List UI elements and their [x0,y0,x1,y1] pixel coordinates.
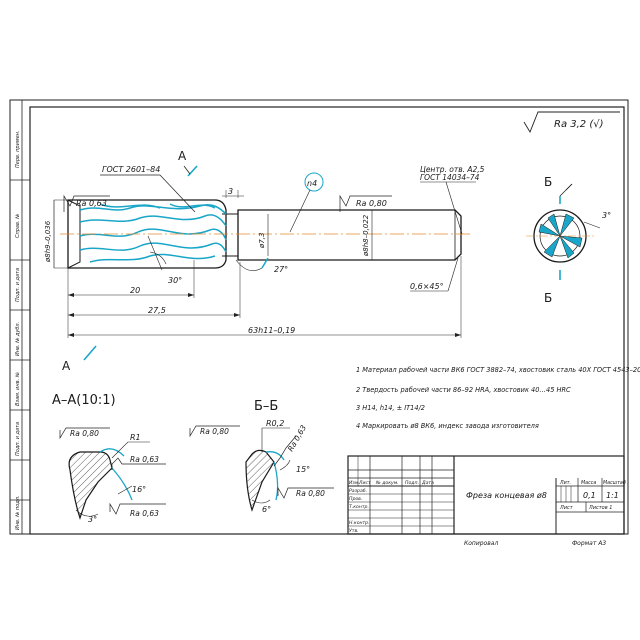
tb-sheet: Лист [559,505,574,511]
title-block-text: Изм. Лист № докум. Подп. Дата Разраб. Пр… [349,480,626,534]
bb-angle-6: 6° [262,505,271,514]
side-label-3: Инв. № дубл. [15,322,21,356]
tb-row-izm: Изм. [349,480,360,486]
dim-3: 3 [228,187,233,196]
chamfer-label: 0,6×45° [410,282,444,291]
tb-col-mass: Масса [581,480,596,486]
bb-angle-15: 15° [296,465,310,474]
view-bb: Б–Б Ra 0,80 R0,2 Ra 0,63 15° Ra 0,80 6° [189,399,334,514]
angle-27: 27° [274,265,288,274]
roughness-text: Ra 3,2 (√) [554,119,604,130]
section-b-bottom: Б [544,291,552,305]
side-strip: Перв. примен. Справ. № Подп. и дата Инв.… [9,100,30,534]
tb-col-lit: Лит. [559,480,571,486]
ra080-main: Ra 0,80 [356,199,387,208]
diameter-right: ø8h8–0,022 [362,214,370,257]
aa-ra063-bottom: Ra 0,63 [130,509,159,518]
note-1: 1 Материал рабочей части ВК6 ГОСТ 3882–7… [356,366,640,374]
gost-2601-label: ГОСТ 2601–84 [102,165,160,174]
aa-angle-16: 16° [132,485,146,494]
tb-role-0: Разраб. [349,488,367,494]
bb-ra080: Ra 0,80 [200,427,229,436]
aa-ra063-top: Ra 0,63 [130,455,159,464]
bb-hatched-profile [245,449,275,512]
tb-scale: 1:1 [606,491,619,500]
view-bb-title: Б–Б [254,399,278,414]
tb-row-doc: № докум. [375,480,399,486]
note-4: 4 Маркировать ø8 ВК6, индекс завода изго… [356,422,539,430]
aa-angle-3: 3° [88,515,97,524]
helical-flutes [79,203,227,263]
end-view: Б Б 3° [526,175,611,305]
flute-outline [67,199,227,269]
bb-ra080-b: Ra 0,80 [296,489,325,498]
note-2: 2 Твердость рабочей части 86–92 HRA, хво… [356,386,571,394]
tb-role-2: Т.контр. [349,504,369,510]
general-roughness: Ra 3,2 (√) [523,111,620,134]
side-label-5: Подп. и дата [15,422,21,456]
technical-notes: 1 Материал рабочей части ВК6 ГОСТ 3882–7… [356,366,640,430]
side-label-0: Перв. примен. [15,130,21,168]
diameter-left: ø8h9–0,036 [44,220,52,263]
diameter-neck: ø7,3 [258,233,266,249]
section-a-top: A [178,149,187,163]
title-block [347,455,625,535]
tb-row-date: Дата [421,480,434,486]
tb-role-4: Утв. [349,528,359,534]
tb-sheets: Листов 1 [588,505,612,511]
side-label-4: Взам. инв. № [15,372,21,406]
neck-outline [222,213,239,257]
len-63: 63h11–0,19 [248,326,295,335]
ra063-main: Ra 0,63 [76,199,107,208]
end-angle-3: 3° [602,211,611,220]
center-hole-gost: ГОСТ 14034–74 [420,173,480,182]
bubble-label: n4 [307,179,317,188]
main-view: ГОСТ 2601–84 A Ra 0,63 ø8h9–0,036 3 ø7,3… [44,149,485,373]
shank-outline [237,209,462,261]
tb-row-sign: Подп. [405,480,419,486]
tb-role-1: Пров. [349,496,362,502]
bb-r02: R0,2 [266,419,284,428]
section-b-top: Б [544,175,552,189]
tb-col-scale: Масштаб [603,480,626,486]
footer-copied: Копировал [464,540,498,547]
side-label-2: Подп. и дата [15,268,21,302]
position-bubble [304,172,324,192]
section-a-bottom: A [62,359,71,373]
side-label-1: Справ. № [15,214,21,238]
center-hole: Центр. отв. А2,5 [420,165,485,174]
tb-row-list: Лист [358,480,371,486]
note-3: 3 H14, h14, ± IT14/2 [356,404,425,412]
view-aa: А–А(10:1) Ra 0,80 R1 Ra 0,63 16° 3° Ra 0… [52,393,166,524]
aa-ra080: Ra 0,80 [70,429,99,438]
angle-30: 30° [168,276,182,285]
aa-hatched-profile [68,451,113,520]
tb-part-name: Фреза концевая ø8 [466,491,547,500]
inner-frame [29,106,625,535]
side-label-6: Инв. № подл. [15,496,21,531]
len-275: 27,5 [148,306,166,315]
footer-format: Формат А3 [572,540,606,547]
aa-r1: R1 [130,433,141,442]
tb-role-3: Н.контр. [349,520,370,526]
tb-mass: 0,1 [583,491,596,500]
len-20: 20 [130,286,140,295]
view-aa-title: А–А(10:1) [52,393,116,408]
